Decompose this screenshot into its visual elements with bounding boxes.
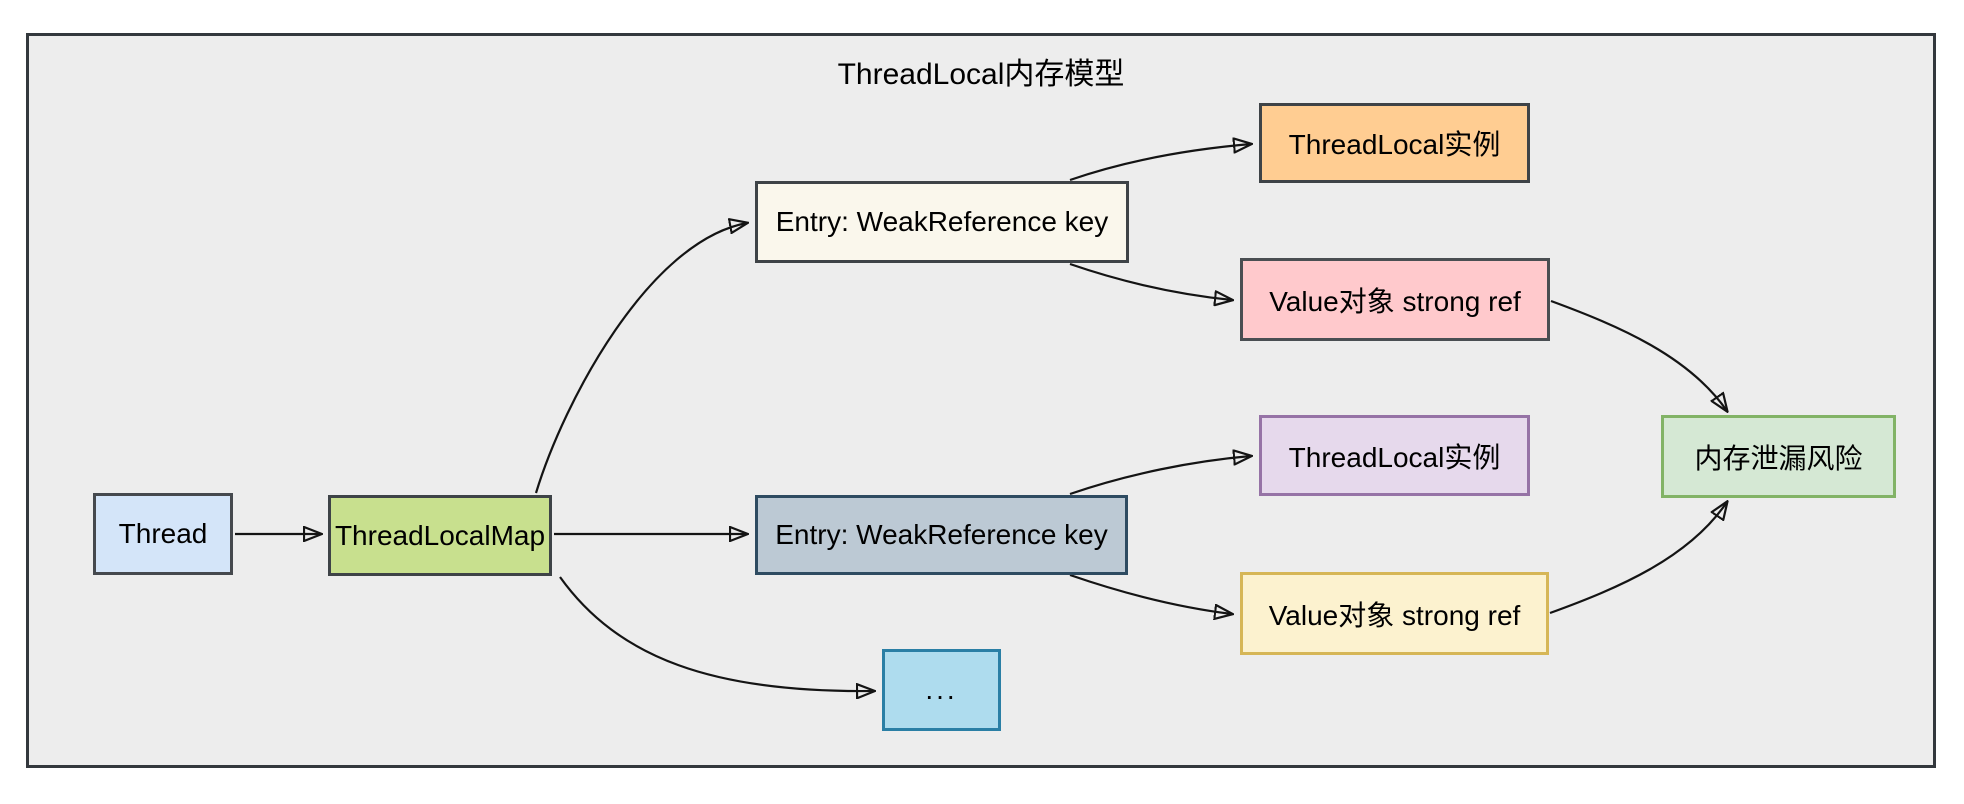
edge-entry-top-to-threadlocal-top <box>1069 144 1251 182</box>
edge-map-to-more <box>559 576 874 691</box>
node-value-strong-ref-top-label: Value对象 strong ref <box>1269 285 1521 317</box>
edge-entry-mid-to-threadlocal-mid <box>1069 456 1251 496</box>
node-threadlocal-instance-top-label: ThreadLocal实例 <box>1288 129 1501 160</box>
node-thread: Thread <box>93 493 233 575</box>
node-memory-leak-risk-label: 内存泄漏风险 <box>1694 442 1863 474</box>
node-threadlocal-instance-mid-label: ThreadLocal实例 <box>1288 441 1501 473</box>
node-threadlocalmap: ThreadLocalMap <box>328 495 552 576</box>
node-thread-label: Thread <box>118 518 208 549</box>
diagram-canvas: ThreadLocal内存模型 Thread ThreadLocalMap <box>26 33 1936 768</box>
node-value-strong-ref-mid: Value对象 strong ref <box>1240 572 1549 655</box>
node-threadlocalmap-label: ThreadLocalMap <box>334 519 546 551</box>
node-threadlocal-instance-mid: ThreadLocal实例 <box>1259 415 1530 496</box>
edge-map-to-entry-top <box>534 223 747 494</box>
diagram-title: ThreadLocal内存模型 <box>837 58 1125 91</box>
node-value-strong-ref-mid-label: Value对象 strong ref <box>1268 599 1521 631</box>
node-entry-weakreference-mid: Entry: WeakReference key <box>755 495 1128 575</box>
node-threadlocal-instance-top: ThreadLocal实例 <box>1259 103 1530 183</box>
node-entry-weakreference-top: Entry: WeakReference key <box>755 181 1129 263</box>
node-entry-weakreference-top-label: Entry: WeakReference key <box>775 206 1109 237</box>
edge-entry-mid-to-value-mid <box>1069 573 1232 614</box>
edge-entry-top-to-value-top <box>1069 262 1232 300</box>
node-value-strong-ref-top: Value对象 strong ref <box>1240 258 1550 341</box>
edge-value-mid-to-leak <box>1549 502 1727 615</box>
node-entry-weakreference-mid-label: Entry: WeakReference key <box>775 519 1108 550</box>
node-ellipsis: ... <box>882 649 1001 731</box>
node-ellipsis-label: ... <box>925 674 958 705</box>
edge-value-top-to-leak <box>1550 299 1727 411</box>
node-memory-leak-risk: 内存泄漏风险 <box>1661 415 1896 498</box>
